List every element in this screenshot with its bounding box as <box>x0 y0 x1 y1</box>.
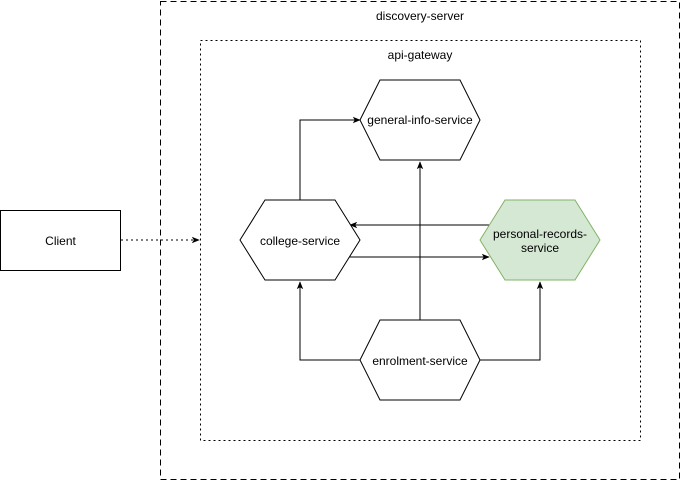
personal-records-service-label-line1: personal-records- <box>493 227 587 241</box>
discovery-server-container <box>160 1 680 480</box>
enrolment-to-personal-records-edge <box>480 281 544 361</box>
enrolment-to-college-edge <box>296 281 360 361</box>
college-service-label: college-service <box>260 234 340 248</box>
personal-records-service-label-line2: service <box>521 241 559 255</box>
api-gateway-label: api-gateway <box>388 48 453 62</box>
personal-records-service-node: personal-records- service <box>479 199 601 281</box>
college-to-general-info-edge <box>299 116 361 200</box>
discovery-server-label: discovery-server <box>376 9 464 23</box>
enrolment-service-label: enrolment-service <box>372 354 468 368</box>
general-info-service-node: general-info-service <box>359 79 481 161</box>
client-node <box>0 210 121 271</box>
client-label: Client <box>45 234 76 248</box>
enrolment-service-node: enrolment-service <box>359 319 481 401</box>
college-service-node: college-service <box>239 199 361 281</box>
api-gateway-container <box>200 40 641 441</box>
general-info-service-label: general-info-service <box>367 113 473 127</box>
